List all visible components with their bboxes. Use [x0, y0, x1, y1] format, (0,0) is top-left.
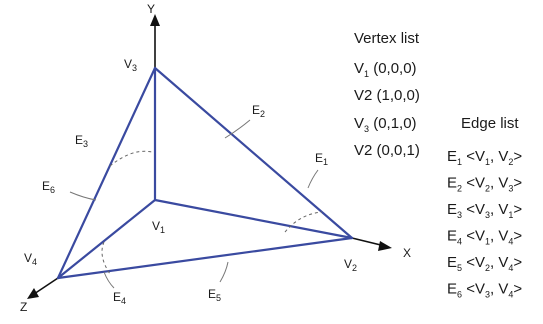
vertex-list-row: V2 (0,0,1) [354, 142, 420, 159]
x-axis-label: X [403, 246, 411, 260]
z-axis-label: Z [20, 300, 27, 314]
edge-list-row: E2 <V2, V3> [447, 175, 522, 194]
edge-list-row: E1 <V1, V2> [447, 148, 522, 167]
edge-label-e3: E3 [75, 133, 88, 149]
y-axis-label: Y [147, 2, 155, 16]
edge-label-e4: E4 [113, 290, 126, 306]
edge-label-e2: E2 [252, 103, 265, 119]
leader-e2 [224, 119, 251, 139]
axes: Y X Z [20, 2, 411, 314]
edge-v4-v2 [56, 236, 354, 280]
leader-e6 [69, 191, 97, 201]
z-axis [33, 277, 59, 295]
annotations [69, 119, 323, 289]
edge-label-e6: E6 [42, 179, 55, 195]
vertex-list-row: V2 (1,0,0) [354, 87, 420, 104]
angle-arc-e3 [109, 150, 153, 167]
leader-e4 [103, 271, 115, 289]
edge-list: Edge list E1 <V1, V2> E2 <V2, V3> E3 <V3, … [447, 115, 522, 300]
y-axis-arrowhead [150, 14, 160, 26]
edge-label-e1: E1 [315, 151, 328, 167]
edge-list-row: E6 <V3, V4> [447, 281, 522, 300]
edge-v3-v2 [153, 66, 354, 240]
edge-list-title: Edge list [461, 115, 519, 132]
z-axis-arrowhead [27, 288, 39, 299]
vertex-list-title: Vertex list [354, 30, 420, 47]
angle-arc-e4 [101, 241, 111, 275]
edge-v1-v4 [56, 198, 157, 280]
x-axis-arrowhead [378, 241, 392, 251]
edge-list-row: E5 <V2, V4> [447, 254, 522, 273]
vertex-label-v4: V4 [24, 251, 37, 267]
edge-v1-v2 [153, 198, 354, 240]
edge-labels: E1 E2 E3 E4 E5 E6 [42, 103, 328, 306]
vertex-labels: V1 V2 V3 V4 [24, 57, 357, 273]
vertex-label-v3: V3 [124, 57, 137, 73]
edge-label-e5: E5 [208, 287, 221, 303]
vertex-list-row: V1 (0,0,0) [354, 60, 417, 79]
edge-list-row: E3 <V3, V1> [447, 201, 522, 220]
edges [56, 66, 354, 280]
vertex-list-row: V3 (0,1,0) [354, 115, 417, 134]
vertex-label-v2: V2 [344, 257, 357, 273]
vertex-list: Vertex list V1 (0,0,0) V2 (1,0,0) V3 (0,… [354, 30, 420, 159]
leader-e5 [219, 261, 229, 283]
vertex-label-v1: V1 [152, 219, 165, 235]
leader-e1 [307, 169, 319, 189]
edge-list-row: E4 <V1, V4> [447, 228, 522, 247]
edge-v3-v4 [56, 66, 157, 280]
